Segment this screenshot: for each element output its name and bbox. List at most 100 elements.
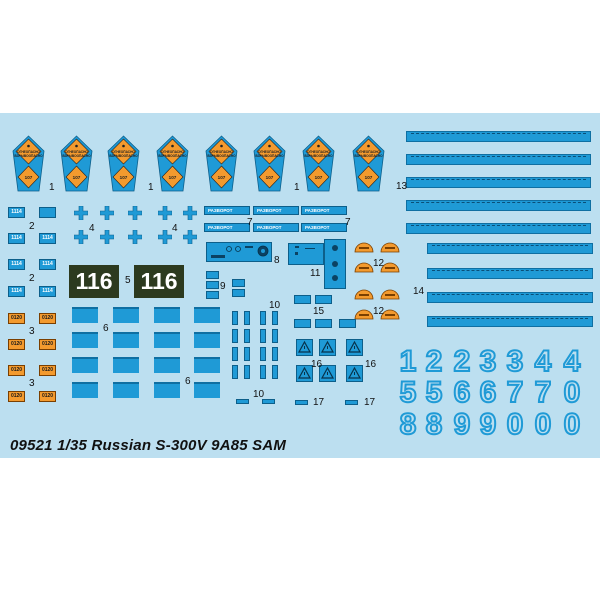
product-caption: 09521 1/35 Russian S-300V 9A85 SAM xyxy=(10,437,287,454)
half-disc-icon xyxy=(354,289,374,300)
vertical-strip xyxy=(260,365,266,379)
shield-line2: ВЗРЫВООПАСНО xyxy=(14,154,43,158)
razvorot-label: РАЗВОРОТ xyxy=(204,206,250,215)
callout-3b: 3 xyxy=(29,378,35,389)
stencil-digit: 7 xyxy=(506,376,525,409)
gauge-dials xyxy=(211,245,269,258)
control-panel-11-side xyxy=(324,239,346,289)
cross-icon xyxy=(74,230,88,244)
plate-1114: 1114 xyxy=(8,259,25,270)
vertical-strip xyxy=(260,311,266,325)
plate-0120: 0120 xyxy=(8,365,25,376)
half-disc-icon xyxy=(380,242,400,253)
panel-decal xyxy=(113,332,139,348)
callout-6: 6 xyxy=(103,323,109,334)
callout-12b: 12 xyxy=(373,306,385,317)
warning-triangle-icon xyxy=(319,365,336,382)
callout-10b: 10 xyxy=(253,389,265,400)
shield-line1: ОГНЕОПАСНО xyxy=(357,150,380,154)
callout-6b: 6 xyxy=(185,376,191,387)
razvorot-label: РАЗВОРОТ xyxy=(204,223,250,232)
shield-line1: ОГНЕОПАСНО xyxy=(17,150,40,154)
callout-7: 7 xyxy=(247,217,253,228)
stencil-digit: 5 xyxy=(425,376,444,409)
shield-line1: ОГНЕОПАСНО xyxy=(161,150,184,154)
callout-1: 1 xyxy=(49,182,55,193)
panel-decal xyxy=(194,332,220,348)
stripe-decal xyxy=(406,154,591,165)
stencil-digit: 6 xyxy=(453,376,472,409)
plate-1114: 1114 xyxy=(8,233,25,244)
stencil-digit: 6 xyxy=(479,376,498,409)
stripe-decal xyxy=(406,177,591,188)
plate-0120: 0120 xyxy=(39,313,56,324)
shield-number: 107 xyxy=(218,175,226,180)
panel-decal xyxy=(154,382,180,398)
tag-9 xyxy=(206,291,219,299)
callout-1b: 1 xyxy=(148,182,154,193)
vertical-strip xyxy=(272,347,278,361)
stencil-digit: 3 xyxy=(479,345,498,378)
half-disc-icon xyxy=(354,242,374,253)
stripe-decal xyxy=(406,223,591,234)
shield-line2: ВЗРЫВООПАСНО xyxy=(62,154,91,158)
stencil-digit: 0 xyxy=(506,408,525,441)
stripe-decal xyxy=(427,292,593,303)
shield-line1: ОГНЕОПАСНО xyxy=(258,150,281,154)
panel-decal xyxy=(194,307,220,323)
cross-icon xyxy=(158,230,172,244)
panel-decal xyxy=(72,307,98,323)
panel-decal xyxy=(154,307,180,323)
cross-icon xyxy=(183,206,197,220)
panel-decal xyxy=(113,357,139,373)
razvorot-label: РАЗВОРОТ xyxy=(301,206,347,215)
cross-icon xyxy=(128,206,142,220)
shield-number: 107 xyxy=(315,175,323,180)
callout-11: 11 xyxy=(310,268,321,279)
callout-8: 8 xyxy=(274,255,280,266)
callout-12: 12 xyxy=(373,258,385,269)
tag-9 xyxy=(232,279,245,287)
callout-1c: 1 xyxy=(294,182,300,193)
stencil-digit: 4 xyxy=(534,345,553,378)
panel-decal xyxy=(154,357,180,373)
callout-4b: 4 xyxy=(172,223,178,234)
stencil-digit: 0 xyxy=(563,408,582,441)
shield-line1: ОГНЕОПАСНО xyxy=(307,150,330,154)
callout-3: 3 xyxy=(29,326,35,337)
side-dials xyxy=(332,245,338,281)
plate-1114: 1114 xyxy=(39,286,56,297)
plate-0120: 0120 xyxy=(8,313,25,324)
stencil-digit: 5 xyxy=(399,376,418,409)
panel-details xyxy=(295,246,315,255)
shield-line1: ОГНЕОПАСНО xyxy=(65,150,88,154)
shield-number: 107 xyxy=(73,175,81,180)
vertical-strip xyxy=(232,329,238,343)
plate-0120: 0120 xyxy=(8,391,25,402)
vertical-strip xyxy=(272,311,278,325)
callout-2b: 2 xyxy=(29,273,35,284)
plate-blank xyxy=(39,207,56,218)
shield-line1: ОГНЕОПАСНО xyxy=(112,150,135,154)
cross-icon xyxy=(158,206,172,220)
tag-15 xyxy=(315,295,332,304)
shield-line2: ВЗРЫВООПАСНО xyxy=(255,154,284,158)
cross-icon xyxy=(128,230,142,244)
warning-triangle-icon xyxy=(319,339,336,356)
stencil-digit: 2 xyxy=(453,345,472,378)
callout-7b: 7 xyxy=(345,217,351,228)
warning-triangle-icon xyxy=(346,365,363,382)
vertical-strip xyxy=(260,347,266,361)
warning-triangle-icon xyxy=(296,365,313,382)
cross-icon xyxy=(100,230,114,244)
stencil-digit: 7 xyxy=(534,376,553,409)
callout-16b: 16 xyxy=(365,359,377,370)
razvorot-label: РАЗВОРОТ xyxy=(253,223,299,232)
plate-0120: 0120 xyxy=(8,339,25,350)
cross-icon xyxy=(100,206,114,220)
instrument-panel-8 xyxy=(206,242,272,262)
